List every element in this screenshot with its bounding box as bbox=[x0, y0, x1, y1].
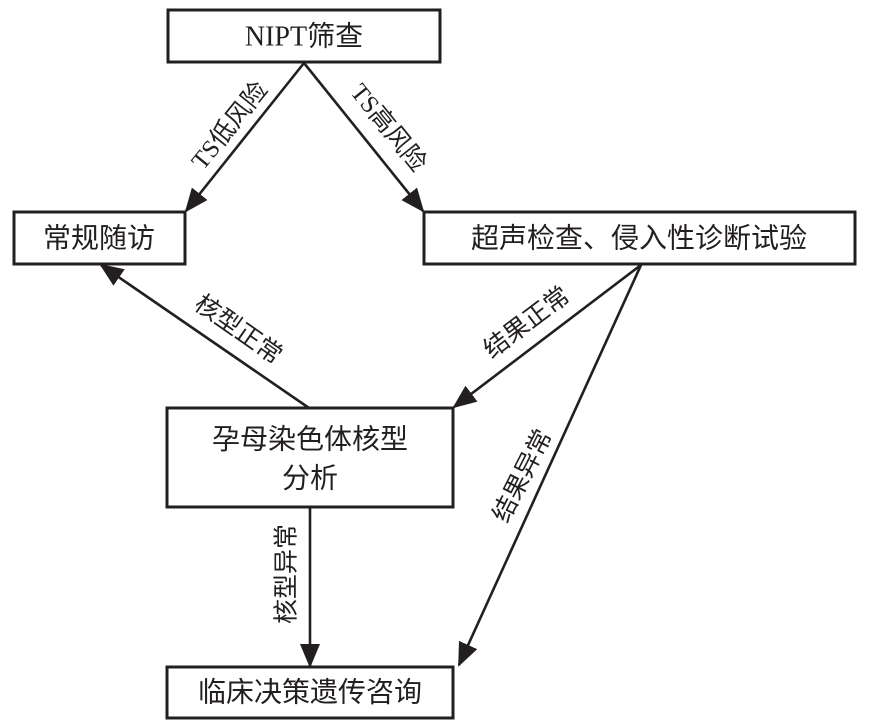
arrow-ultrasound-to-clinical bbox=[457, 264, 643, 667]
node-label: 常规随访 bbox=[43, 223, 155, 255]
arrow-nipt-to-routine bbox=[184, 62, 306, 213]
node-box bbox=[165, 665, 455, 720]
edge-result-abnormal: 结果异常 bbox=[457, 264, 643, 667]
edge-label-low-risk: TS低风险 bbox=[186, 76, 273, 175]
node-label: NIPT筛查 bbox=[245, 21, 363, 53]
node-routine-follow-up: 常规随访 bbox=[12, 210, 187, 266]
node-nipt-screening: NIPT筛查 bbox=[166, 8, 442, 64]
node-maternal-karyotype-analysis: 孕母染色体核型 分析 bbox=[165, 406, 455, 509]
node-label: 超声检查、侵入性诊断试验 bbox=[471, 223, 807, 255]
node-box bbox=[422, 210, 857, 266]
node-label: 临床决策遗传咨询 bbox=[198, 677, 422, 709]
edge-low-risk: TS低风险 bbox=[184, 62, 306, 213]
edge-label-karyotype-normal: 核型正常 bbox=[189, 289, 287, 369]
edge-label-karyotype-abnormal: 核型异常 bbox=[273, 524, 301, 624]
arrow-nipt-to-ultrasound bbox=[302, 62, 425, 213]
edge-result-normal: 结果正常 bbox=[452, 263, 642, 409]
node-clinical-decision-genetic-counseling: 临床决策遗传咨询 bbox=[165, 665, 455, 720]
node-box bbox=[12, 210, 187, 266]
node-box bbox=[166, 8, 442, 64]
edge-label-high-risk: TS高风险 bbox=[345, 78, 432, 177]
arrow-ultrasound-to-karyotype bbox=[452, 263, 642, 409]
node-ultrasound-invasive-test: 超声检查、侵入性诊断试验 bbox=[422, 210, 857, 266]
edge-label-result-abnormal: 结果异常 bbox=[487, 425, 557, 527]
edge-karyotype-abnormal: 核型异常 bbox=[273, 507, 320, 668]
node-label-line1: 孕母染色体核型 bbox=[212, 424, 408, 456]
edge-high-risk: TS高风险 bbox=[302, 62, 432, 213]
edge-karyotype-normal: 核型正常 bbox=[99, 263, 310, 410]
node-box bbox=[165, 406, 455, 509]
node-label-line2: 分析 bbox=[282, 463, 338, 495]
arrow-karyotype-to-routine bbox=[99, 263, 310, 410]
